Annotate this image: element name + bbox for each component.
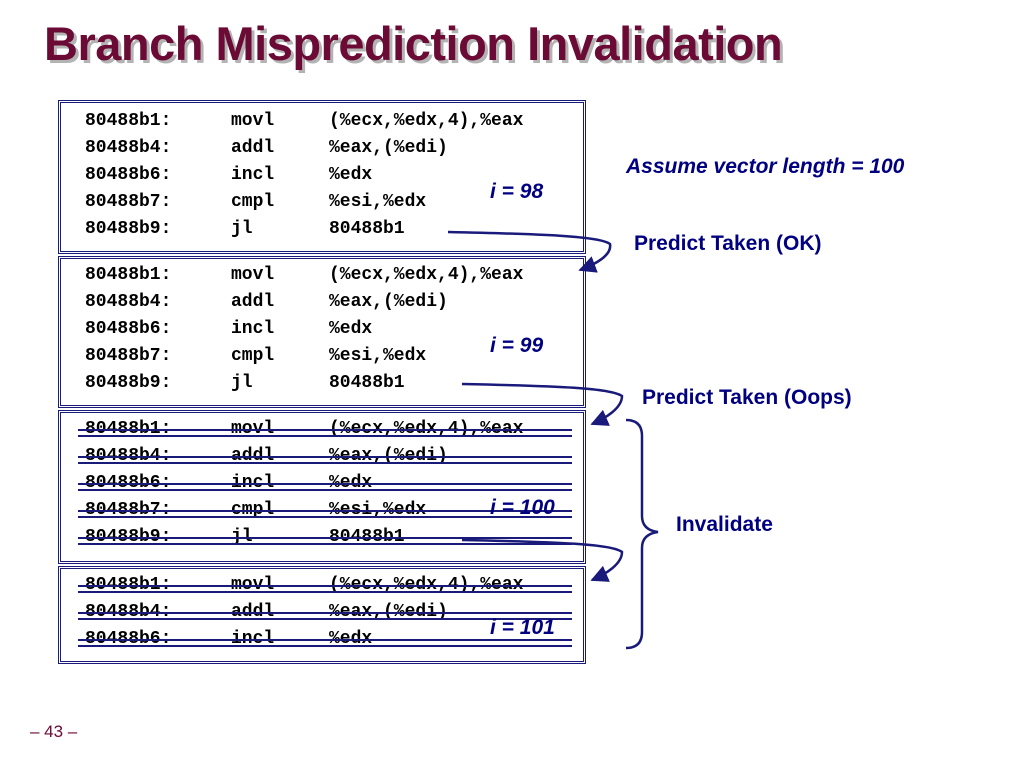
strikethrough-line — [78, 585, 572, 587]
strikethrough-line — [78, 618, 572, 620]
code-block — [58, 410, 586, 564]
instruction-operands: 80488b1 — [329, 373, 405, 393]
instruction-operands: (%ecx,%edx,4),%eax — [329, 265, 524, 285]
instruction-opcode: addl — [231, 292, 275, 312]
code-line: 80488b9: jl 80488b1 — [85, 216, 575, 242]
instruction-opcode: incl — [231, 165, 275, 185]
instruction-opcode: jl — [231, 373, 253, 393]
instruction-address: 80488b6: — [85, 319, 172, 339]
strikethrough-line — [78, 462, 572, 464]
code-line: 80488b7: cmpl %esi,%edx — [85, 343, 575, 369]
instruction-address: 80488b9: — [85, 373, 172, 393]
instruction-operands: 80488b1 — [329, 219, 405, 239]
strikethrough-line — [78, 591, 572, 593]
instruction-operands: %eax,(%edi) — [329, 292, 448, 312]
instruction-address: 80488b1: — [85, 265, 172, 285]
instruction-operands: %edx — [329, 165, 373, 185]
instruction-opcode: movl — [231, 265, 275, 285]
strikethrough-line — [78, 489, 572, 491]
branch-arrow-2 — [461, 382, 624, 426]
instruction-opcode: movl — [231, 111, 275, 131]
instruction-opcode: cmpl — [231, 192, 275, 212]
code-line: 80488b1: movl (%ecx,%edx,4),%eax — [85, 262, 575, 288]
strikethrough-line — [78, 435, 572, 437]
code-line: 80488b9: jl 80488b1 — [85, 370, 575, 396]
vector-length-note: Assume vector length = 100 — [626, 155, 905, 178]
instruction-address: 80488b4: — [85, 292, 172, 312]
code-block — [58, 566, 586, 664]
iteration-label: i = 101 — [490, 616, 555, 639]
instruction-operands: %esi,%edx — [329, 192, 427, 212]
code-block — [58, 100, 586, 254]
code-line: 80488b1: movl (%ecx,%edx,4),%eax — [85, 108, 575, 134]
instruction-address: 80488b6: — [85, 165, 172, 185]
strikethrough-line — [78, 516, 572, 518]
predict-taken-oops-label: Predict Taken (Oops) — [642, 386, 852, 409]
instruction-address: 80488b7: — [85, 346, 172, 366]
instruction-address: 80488b7: — [85, 192, 172, 212]
invalidate-label: Invalidate — [676, 513, 773, 536]
iteration-label: i = 99 — [490, 334, 544, 357]
strikethrough-line — [78, 639, 572, 641]
branch-arrow-1 — [447, 230, 612, 273]
code-line: 80488b4: addl %eax,(%edi) — [85, 135, 575, 161]
strikethrough-line — [78, 537, 572, 539]
iteration-label: i = 100 — [490, 496, 555, 519]
instruction-opcode: jl — [231, 219, 253, 239]
strikethrough-line — [78, 510, 572, 512]
strikethrough-line — [78, 645, 572, 647]
instruction-opcode: cmpl — [231, 346, 275, 366]
instruction-operands: %edx — [329, 319, 373, 339]
code-line: 80488b4: addl %eax,(%edi) — [85, 289, 575, 315]
invalidate-brace — [625, 418, 659, 650]
instruction-address: 80488b9: — [85, 219, 172, 239]
slide-title: Branch Misprediction Invalidation — [44, 17, 783, 70]
strikethrough-line — [78, 543, 572, 545]
instruction-opcode: incl — [231, 319, 275, 339]
instruction-opcode: addl — [231, 138, 275, 158]
code-line: 80488b7: cmpl %esi,%edx — [85, 189, 575, 215]
iteration-label: i = 98 — [490, 180, 544, 203]
predict-taken-ok-label: Predict Taken (OK) — [634, 232, 822, 255]
page-number: – 43 – — [30, 722, 78, 741]
strikethrough-line — [78, 483, 572, 485]
instruction-operands: (%ecx,%edx,4),%eax — [329, 111, 524, 131]
instruction-operands: %esi,%edx — [329, 346, 427, 366]
instruction-address: 80488b1: — [85, 111, 172, 131]
strikethrough-line — [78, 429, 572, 431]
code-line: 80488b6: incl %edx — [85, 162, 575, 188]
strikethrough-line — [78, 612, 572, 614]
code-line: 80488b6: incl %edx — [85, 316, 575, 342]
instruction-address: 80488b4: — [85, 138, 172, 158]
code-block — [58, 256, 586, 408]
strikethrough-line — [78, 456, 572, 458]
instruction-operands: %eax,(%edi) — [329, 138, 448, 158]
branch-arrow-3 — [461, 538, 624, 582]
